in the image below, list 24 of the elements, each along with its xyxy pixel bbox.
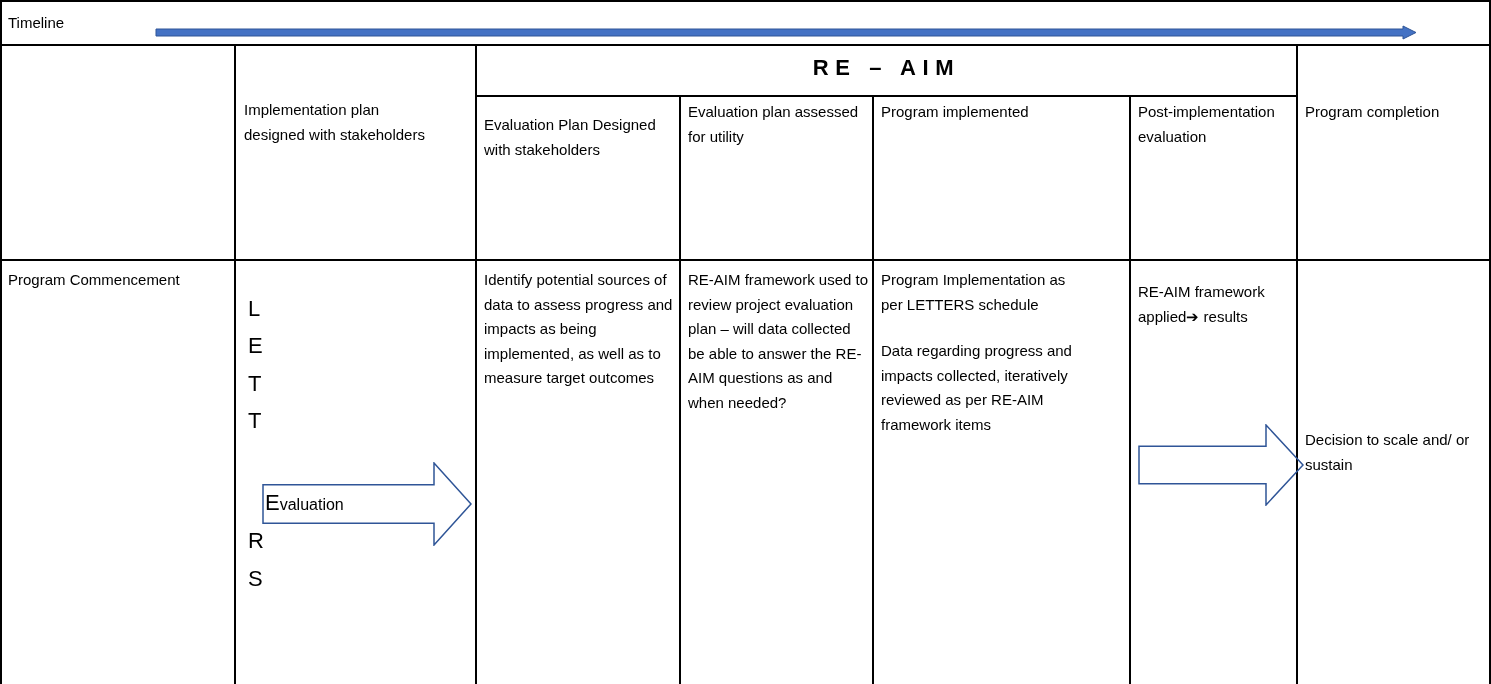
cell-text: Data regarding progress and impacts collected, iteratively reviewed as per RE-AIM framework items: [881, 341, 1073, 435]
cell-text: Evaluation plan assessed for utility: [688, 102, 860, 147]
arrow-label: Evaluation: [265, 489, 344, 517]
vertical-letter: T: [248, 371, 262, 397]
vertical-letter: T: [248, 408, 262, 434]
vertical-letter: S: [248, 566, 263, 592]
vertical-letter: E: [248, 333, 263, 359]
cell-text: Post-implementation evaluation: [1138, 102, 1276, 147]
cell-text: Implementation plan designed with stakeholders: [244, 100, 426, 145]
cell-text: Program implemented: [881, 102, 1030, 122]
vertical-letter: R: [248, 528, 264, 554]
block-arrow: [1138, 424, 1304, 506]
vertical-letter: L: [248, 296, 261, 322]
cell-text: Timeline: [8, 13, 66, 33]
cell-text: Program Implementation as per LETTERS schedule: [881, 270, 1067, 315]
cell-text: Program completion: [1305, 102, 1441, 122]
cell-text: Program Commencement: [8, 270, 181, 290]
cell-text: Identify potential sources of data to assess progress and impacts as being implemented, as well as to measure target outcomes: [484, 270, 674, 388]
block-arrow: [262, 462, 472, 546]
cell-text: RE-AIM framework used to review project evaluation plan – will data collected be able to answer the RE-AIM questions as and when needed?: [688, 270, 870, 413]
cell-text: Decision to scale and/ or sustain: [1305, 430, 1471, 475]
cell-text: Evaluation Plan Designed with stakeholders: [484, 115, 657, 160]
cell-text: RE-AIM framework applied➔ results: [1138, 282, 1266, 327]
section-heading: RE – AIM: [812, 54, 961, 82]
